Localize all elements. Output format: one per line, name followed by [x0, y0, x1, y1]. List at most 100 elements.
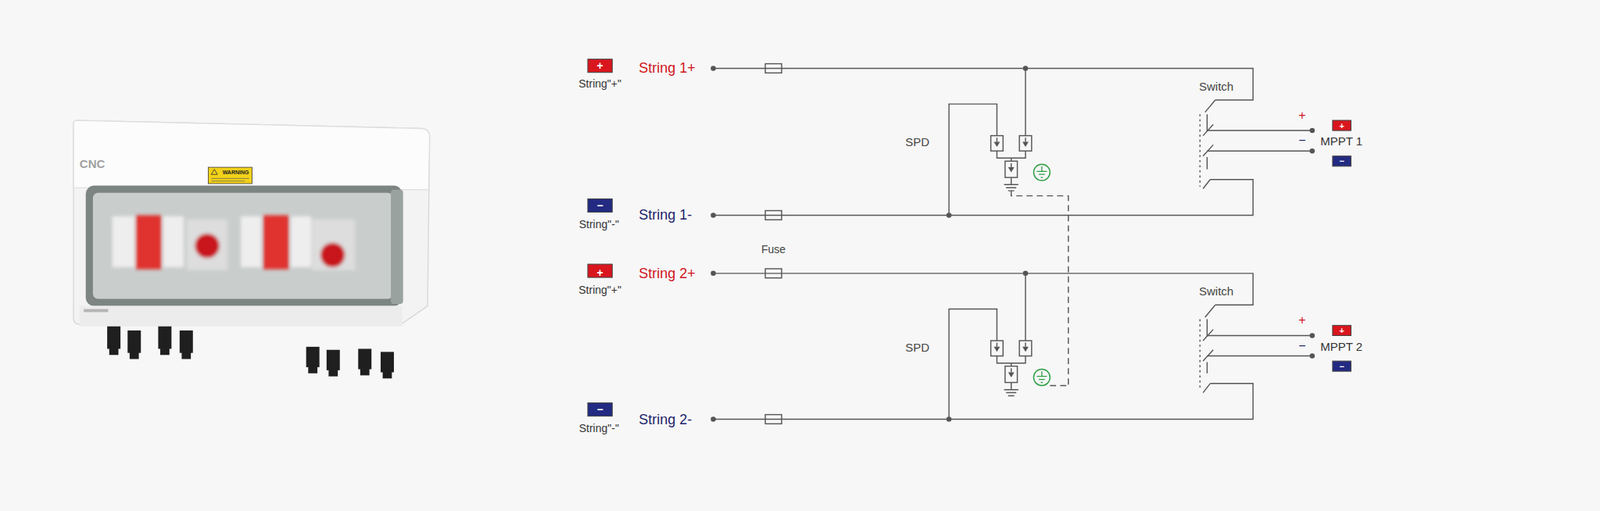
junction-dot	[1023, 65, 1029, 72]
spd-wire	[948, 309, 997, 420]
positive-badge	[1332, 120, 1351, 131]
spd-arrow-stem	[1024, 343, 1026, 348]
switch-blade	[1205, 100, 1216, 113]
junction-dot	[1310, 353, 1316, 359]
photo-rect	[382, 370, 393, 379]
switch-output-negative	[1206, 150, 1312, 151]
string-name: String 1-	[638, 207, 692, 222]
component-label: Switch	[1199, 285, 1234, 298]
spd-wire	[1024, 68, 1026, 136]
spd-arrow-stem	[996, 137, 998, 142]
polarity-label: String"-"	[579, 218, 620, 230]
spd-arrow-stem	[1024, 137, 1026, 142]
positive-wire	[713, 68, 1254, 100]
badge-sign: −	[1338, 157, 1344, 166]
fuse-symbol	[765, 211, 782, 221]
component-label: Switch	[1199, 79, 1234, 92]
negative-badge	[1332, 156, 1351, 167]
photo-rect	[93, 193, 394, 300]
negative-wire	[713, 179, 1254, 216]
internal-components	[112, 214, 356, 270]
polarity-sign: +	[1298, 109, 1306, 122]
spd-arrow-head	[1008, 372, 1015, 378]
mppt-label: MPPT 1	[1320, 135, 1363, 147]
photo-rect	[240, 216, 262, 268]
mc4-connectors	[107, 326, 394, 380]
photo-rect	[157, 326, 172, 350]
photo-rect	[107, 326, 121, 350]
polarity-label: String"+"	[578, 284, 622, 296]
switch-pole	[1206, 361, 1208, 373]
junction-dot	[710, 271, 716, 277]
switch-link	[1199, 114, 1200, 187]
positive-wire	[713, 273, 1254, 305]
spd-wire	[1024, 273, 1026, 341]
string-name: String 2+	[638, 266, 696, 281]
negative-badge	[587, 403, 613, 417]
photo-path	[73, 120, 430, 325]
junction-dot	[710, 212, 716, 219]
badge-sign: −	[597, 404, 604, 416]
photo-rect	[181, 350, 191, 359]
photo-rect	[326, 350, 341, 371]
combiner-box-housing	[73, 120, 430, 327]
photo-path	[211, 169, 218, 176]
fuse-symbol	[765, 64, 782, 74]
photo-rect	[390, 189, 404, 305]
photo-rect	[127, 330, 141, 354]
switch-blade	[1202, 329, 1214, 341]
junction-dot	[1310, 332, 1316, 339]
switch-blade	[1202, 124, 1214, 136]
spd-element	[1019, 136, 1032, 152]
photo-rect	[109, 347, 119, 355]
component-label: SPD	[905, 136, 930, 148]
photo-rect	[83, 309, 108, 313]
junction-dot	[946, 212, 953, 219]
spd-arrow-head	[1022, 141, 1029, 147]
spd-arrow-stem	[996, 343, 998, 348]
junction-dot	[710, 65, 716, 72]
photo-rect	[380, 351, 394, 373]
photo-rect	[290, 216, 312, 268]
negative-badge	[587, 199, 613, 213]
spd-arrow-head	[994, 141, 1001, 147]
polarity-label: String"+"	[578, 78, 622, 90]
spd-element	[991, 340, 1004, 357]
junction-dot	[1310, 128, 1316, 134]
fuse-symbol	[765, 268, 782, 279]
earth-terminal	[1033, 164, 1050, 181]
photo-rect	[357, 348, 372, 369]
photo-rect	[263, 214, 290, 269]
earth-bond	[1011, 190, 1069, 386]
spd-arrow-head	[994, 347, 1001, 353]
earth-symbol	[1036, 371, 1047, 383]
badge-sign: −	[1338, 361, 1344, 371]
spd-arrow-stem	[1010, 163, 1012, 168]
badge-sign: −	[597, 200, 604, 212]
negative-wire	[713, 383, 1254, 420]
spd-arrow-head	[1022, 347, 1029, 353]
switch-pole	[1206, 157, 1208, 170]
mppt-label: MPPT 2	[1320, 340, 1363, 352]
photo-rect	[186, 219, 228, 271]
spd-element	[991, 136, 1004, 152]
polarity-sign: −	[1298, 134, 1306, 147]
spd-arrow-head	[1008, 167, 1015, 173]
switch-output-positive	[1206, 319, 1312, 337]
earth-bond	[1049, 385, 1068, 387]
switch-link	[1199, 319, 1200, 391]
fuse-symbol	[765, 415, 782, 425]
warning-sticker	[207, 167, 252, 184]
photo-rect	[85, 186, 403, 307]
junction-dot	[1023, 271, 1029, 277]
photo-rect	[328, 368, 338, 376]
polarity-sign: −	[1298, 340, 1306, 353]
photo-rect	[307, 365, 318, 373]
component-label: Fuse	[761, 243, 786, 255]
photo-rect	[360, 367, 370, 376]
switch-blade	[1205, 304, 1216, 318]
string-name: String 1+	[638, 60, 696, 76]
